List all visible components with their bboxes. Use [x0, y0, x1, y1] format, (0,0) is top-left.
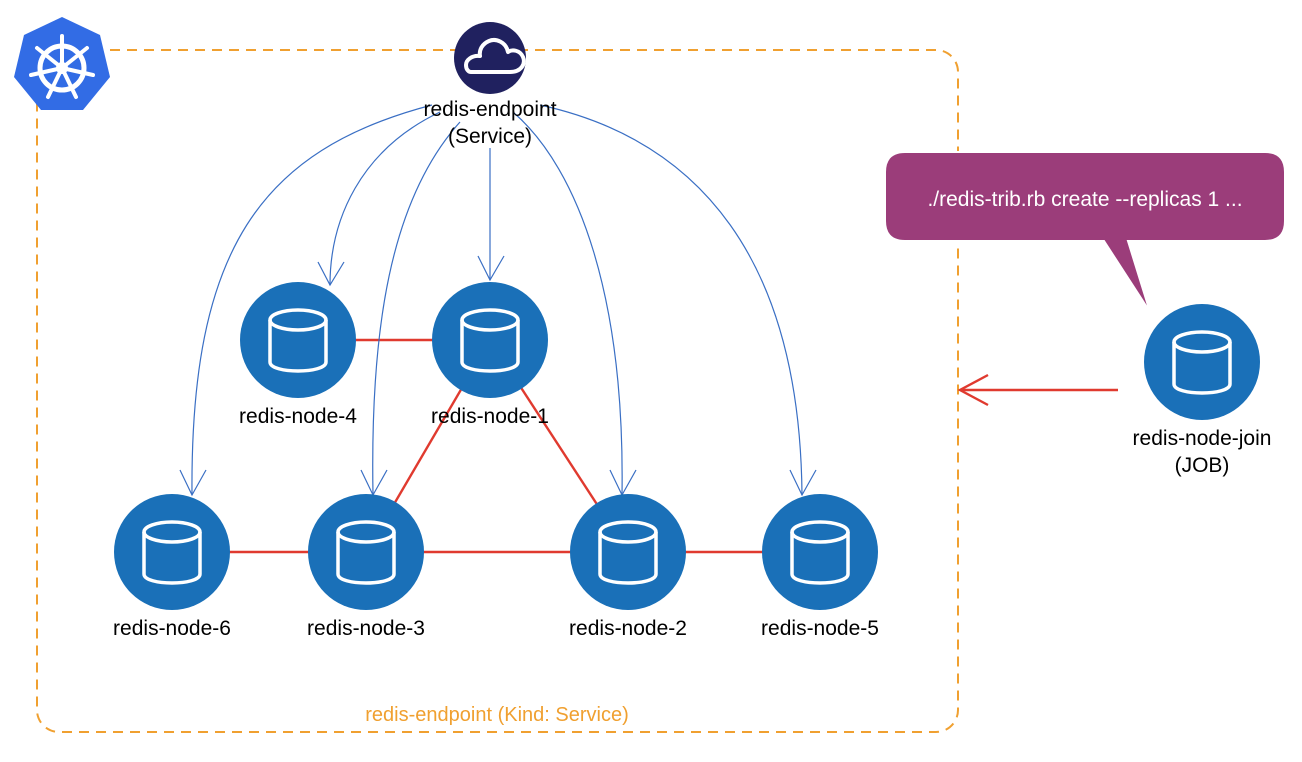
node-circle [432, 282, 548, 398]
node-label: redis-node-3 [307, 617, 425, 640]
database-icon [336, 520, 396, 585]
arrowhead-icon [477, 255, 505, 282]
bubble-shape [884, 151, 1286, 313]
arrowhead-icon [360, 469, 388, 497]
node-circle [240, 282, 356, 398]
node-circle [762, 494, 878, 610]
kubernetes-helm-icon [14, 17, 110, 110]
database-icon [460, 308, 520, 373]
node-label: redis-node-5 [761, 617, 879, 640]
job-kind: (JOB) [1175, 454, 1230, 477]
cluster-boundary [36, 49, 959, 733]
redis-node-1[interactable]: redis-node-1 [431, 282, 549, 428]
arrowhead-icon [317, 261, 345, 287]
database-icon [1172, 330, 1232, 395]
cloud-icon-background [454, 22, 526, 94]
service-arrow-node-3 [372, 121, 461, 496]
database-icon [142, 520, 202, 585]
redis-nodes: redis-node-4 redis-node-1 redis-node-6 redi… [113, 282, 879, 640]
node-label: redis-node-2 [569, 617, 687, 640]
node-circle [114, 494, 230, 610]
redis-node-6[interactable]: redis-node-6 [113, 494, 231, 640]
service-arrows [179, 104, 817, 497]
service-arrow-node-6 [191, 104, 433, 496]
database-icon [268, 308, 328, 373]
node-label: redis-node-1 [431, 405, 549, 428]
bubble-text: ./redis-trib.rb create --replicas 1 ... [927, 188, 1242, 211]
arrowhead-icon [179, 469, 207, 497]
redis-node-4[interactable]: redis-node-4 [239, 282, 357, 428]
service-kind: (Service) [448, 125, 532, 148]
service-name: redis-endpoint [423, 98, 556, 121]
redis-node-2[interactable]: redis-node-2 [569, 494, 687, 640]
node-circle [570, 494, 686, 610]
redis-node-3[interactable]: redis-node-3 [307, 494, 425, 640]
command-bubble: ./redis-trib.rb create --replicas 1 ... [884, 151, 1286, 313]
arrowhead-icon [789, 469, 817, 497]
arrowhead-icon [609, 469, 637, 497]
job-node[interactable]: redis-node-join (JOB) [1133, 304, 1272, 477]
service-arrow-node-4 [329, 111, 441, 286]
cloud-icon [464, 38, 526, 74]
node-circle [308, 494, 424, 610]
database-icon [790, 520, 850, 585]
node-label: redis-node-6 [113, 617, 231, 640]
job-node-circle [1144, 304, 1260, 420]
boundary-label: redis-endpoint (Kind: Service) [365, 704, 628, 726]
database-icon [598, 520, 658, 585]
service-endpoint[interactable]: redis-endpoint (Service) [423, 22, 557, 148]
service-arrow-node-5 [539, 104, 803, 496]
redis-node-5[interactable]: redis-node-5 [761, 494, 879, 640]
arrowhead-icon [957, 373, 989, 407]
service-arrow-node-2 [512, 111, 623, 496]
node-label: redis-node-4 [239, 405, 357, 428]
job-name: redis-node-join [1133, 427, 1272, 450]
